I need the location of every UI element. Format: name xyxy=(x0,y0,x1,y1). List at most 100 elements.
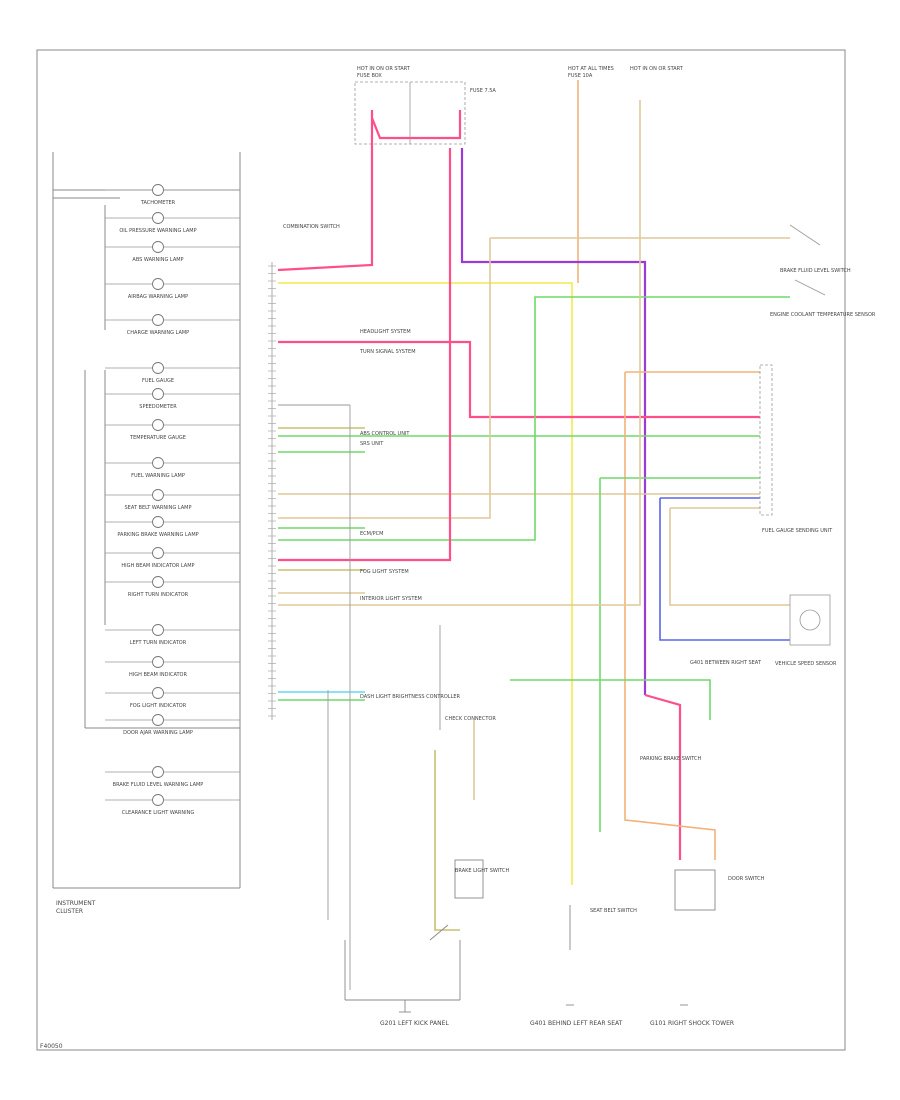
cluster-indicator-label: ABS WARNING LAMP xyxy=(132,257,183,263)
ground-3-label: G101 RIGHT SHOCK TOWER xyxy=(650,1020,734,1027)
cluster-indicator-label: SEAT BELT WARNING LAMP xyxy=(125,505,192,511)
lamp-icon xyxy=(152,241,164,253)
ground-g401-label: G401 BETWEEN RIGHT SEAT xyxy=(690,660,762,666)
brake-light-label: BRAKE LIGHT SWITCH xyxy=(455,868,510,874)
cluster-indicator-label: FUEL WARNING LAMP xyxy=(131,473,185,479)
lamp-icon xyxy=(152,184,164,196)
diagram-frame xyxy=(36,49,846,1051)
wire-tan xyxy=(278,238,760,519)
seat-belt-label: SEAT BELT SWITCH xyxy=(590,908,637,914)
lamp-icon xyxy=(152,714,164,726)
coolant-sensor-label: ENGINE COOLANT TEMPERATURE SENSOR xyxy=(770,312,876,318)
connector-pin-list xyxy=(268,265,276,717)
ground-1-label: G201 LEFT KICK PANEL xyxy=(380,1020,449,1027)
st-fuse-label: HOT IN ON OR START xyxy=(630,66,684,72)
wire-pink xyxy=(277,110,374,272)
cluster-indicator-label: TEMPERATURE GAUGE xyxy=(129,435,186,441)
lamp-icon xyxy=(152,419,164,431)
cluster-indicator: PARKING BRAKE WARNING LAMP xyxy=(105,516,240,538)
wire-orange xyxy=(624,371,760,860)
right-components xyxy=(759,224,831,646)
lamp-icon xyxy=(152,489,164,501)
cluster-indicator: RIGHT TURN INDICATOR xyxy=(105,576,240,598)
cluster-indicator-label: BRAKE FLUID LEVEL WARNING LAMP xyxy=(113,782,204,788)
cluster-indicator: ABS WARNING LAMP xyxy=(105,241,240,263)
wire-tan xyxy=(669,507,790,606)
lamp-icon xyxy=(152,212,164,224)
fuse-box-label: HOT IN ON OR START xyxy=(357,66,411,72)
cluster-indicator: AIRBAG WARNING LAMP xyxy=(105,278,240,300)
fog-label: FOG LIGHT SYSTEM xyxy=(360,569,409,575)
wire-blue xyxy=(659,497,790,641)
dome-fuse-label: HOT AT ALL TIMES xyxy=(568,66,614,72)
cluster-indicator-label: TACHOMETER xyxy=(140,200,176,206)
bottom-components xyxy=(344,859,716,1013)
footer-code: F40050 xyxy=(40,1043,63,1050)
fuse-area xyxy=(354,81,466,145)
turn-label: TURN SIGNAL SYSTEM xyxy=(359,349,416,355)
cluster-indicator-label: PARKING BRAKE WARNING LAMP xyxy=(117,532,198,538)
lamp-icon xyxy=(152,388,164,400)
wire-layer xyxy=(277,80,790,990)
wire-pink xyxy=(278,148,452,562)
lamp-icon xyxy=(152,457,164,469)
fuse-label: FUSE 7.5A xyxy=(470,88,496,94)
cluster-indicator-label: SPEEDOMETER xyxy=(139,404,177,410)
lamp-icon xyxy=(152,794,164,806)
lamp-icon xyxy=(152,656,164,668)
lamp-icon xyxy=(152,547,164,559)
lamp-icon xyxy=(152,516,164,528)
cluster-indicator: TEMPERATURE GAUGE xyxy=(105,419,240,441)
cluster-indicator-label: LEFT TURN INDICATOR xyxy=(130,640,187,646)
cluster-indicator-label: HIGH BEAM INDICATOR LAMP xyxy=(121,563,194,569)
cluster-indicator-label: CHARGE WARNING LAMP xyxy=(127,330,189,336)
wire-green xyxy=(278,296,598,541)
lamp-icon xyxy=(152,362,164,374)
park-brake-label: PARKING BRAKE SWITCH xyxy=(640,756,702,762)
cluster-indicator-label: CLEARANCE LIGHT WARNING xyxy=(122,810,195,816)
combination-switch-label: COMBINATION SWITCH xyxy=(283,224,340,230)
cluster-indicator-label: AIRBAG WARNING LAMP xyxy=(128,294,188,300)
cluster-indicator: TACHOMETER xyxy=(105,184,240,206)
cluster-indicator: BRAKE FLUID LEVEL WARNING LAMP xyxy=(105,766,240,788)
wire-pink xyxy=(370,110,462,140)
wire-olive xyxy=(434,750,460,931)
cluster-indicator: SPEEDOMETER xyxy=(105,388,240,410)
srs-label: SRS UNIT xyxy=(360,441,384,447)
cluster-indicator-label: OIL PRESSURE WARNING LAMP xyxy=(119,228,196,234)
cluster-indicator: HIGH BEAM INDICATOR xyxy=(105,656,240,678)
cluster-indicator: SEAT BELT WARNING LAMP xyxy=(105,489,240,511)
wire-green xyxy=(510,679,711,720)
instrument-cluster xyxy=(52,152,241,889)
cluster-title-2: CLUSTER xyxy=(56,908,83,915)
lamp-icon xyxy=(152,687,164,699)
cluster-indicator: CHARGE WARNING LAMP xyxy=(105,314,240,336)
cluster-indicator-list: TACHOMETER OIL PRESSURE WARNING LAMP ABS W… xyxy=(105,184,240,816)
cluster-indicator: OIL PRESSURE WARNING LAMP xyxy=(105,212,240,234)
wire-pink xyxy=(278,340,760,419)
headlight-label: HEADLIGHT SYSTEM xyxy=(360,329,411,335)
cluster-indicator-label: RIGHT TURN INDICATOR xyxy=(128,592,189,598)
dash-light-label: DASH LIGHT BRIGHTNESS CONTROLLER xyxy=(360,694,461,700)
wire-pink xyxy=(644,693,682,860)
lamp-icon xyxy=(152,576,164,588)
cluster-indicator: FOG LIGHT INDICATOR xyxy=(105,687,240,709)
cluster-indicator: CLEARANCE LIGHT WARNING xyxy=(105,794,240,816)
speed-sensor-label: VEHICLE SPEED SENSOR xyxy=(775,661,837,667)
cluster-indicator: LEFT TURN INDICATOR xyxy=(105,624,240,646)
cluster-indicator-label: FOG LIGHT INDICATOR xyxy=(130,703,187,709)
cluster-indicator: FUEL WARNING LAMP xyxy=(105,457,240,479)
cluster-indicator: DOOR AJAR WARNING LAMP xyxy=(105,714,240,736)
lamp-icon xyxy=(152,278,164,290)
cluster-indicator: HIGH BEAM INDICATOR LAMP xyxy=(105,547,240,569)
cluster-title-1: INSTRUMENT xyxy=(56,900,96,907)
ground-2-label: G401 BEHIND LEFT REAR SEAT xyxy=(530,1020,623,1027)
fuel-unit-label: FUEL GAUGE SENDING UNIT xyxy=(762,528,833,534)
lamp-icon xyxy=(152,624,164,636)
cluster-indicator-label: FUEL GAUGE xyxy=(142,378,174,384)
lamp-icon xyxy=(152,314,164,326)
fuse-box-label-2: FUSE BOX xyxy=(357,73,382,79)
dome-fuse-label-2: FUSE 10A xyxy=(568,73,593,79)
check-relay-label: CHECK CONNECTOR xyxy=(445,716,496,722)
